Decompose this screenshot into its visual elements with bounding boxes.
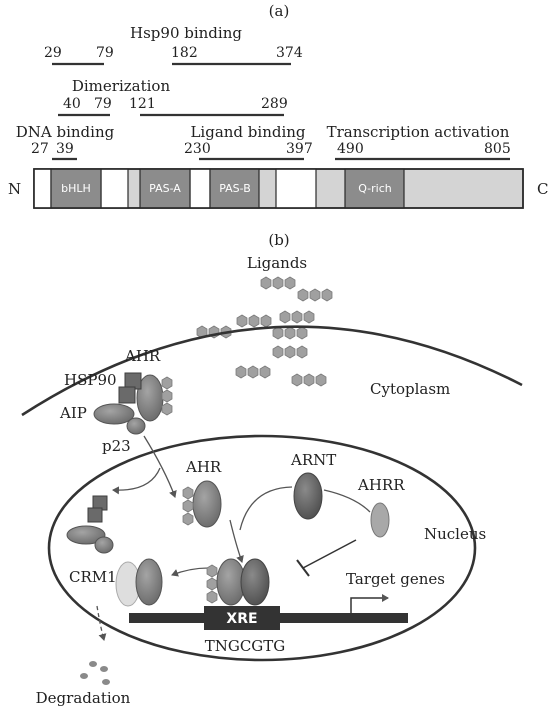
hsp90-n3: 182 — [171, 45, 198, 61]
arrow-release-chaperones — [112, 467, 161, 495]
ahrr-label: AHRR — [357, 476, 405, 494]
arnt-label: ARNT — [290, 451, 336, 469]
dimer-n4: 289 — [261, 96, 288, 112]
panel-b-label: (b) — [268, 231, 289, 249]
dna-binding-title: DNA binding — [16, 123, 115, 141]
arrow-dimer-to-crm1 — [171, 567, 209, 577]
hsp90-label: HSP90 — [64, 371, 117, 389]
arrow-complex-to-nucleus — [143, 435, 177, 498]
dna-n1: 27 — [31, 141, 49, 157]
arrow-ahr-to-dimer — [229, 519, 244, 563]
n-terminus-label: N — [8, 180, 21, 198]
ligand-molecules — [196, 276, 333, 387]
hsp90-n1: 29 — [44, 45, 62, 61]
ligands-label: Ligands — [247, 254, 307, 272]
ahrr-protein — [370, 502, 390, 538]
cytoplasm-label: Cytoplasm — [370, 380, 450, 398]
ahrr-inhibition-line — [302, 539, 357, 569]
arrow-to-degradation — [96, 605, 107, 641]
released-chaperones — [66, 495, 114, 554]
dimerization-title: Dimerization — [72, 77, 171, 95]
dimer-n1: 40 — [63, 96, 81, 112]
ligand-n1: 230 — [184, 141, 211, 157]
dimer-n2: 79 — [94, 96, 112, 112]
domain-q-rich-label: Q-rich — [358, 182, 392, 195]
ahr-protein-bar — [33, 168, 524, 209]
panel-a-label: (a) — [269, 2, 290, 20]
transcription-start-arrow — [350, 594, 389, 613]
hsp90-binding-title: Hsp90 binding — [130, 24, 242, 42]
crm1-ahr-export-complex — [115, 558, 163, 607]
cell-membrane — [21, 325, 523, 417]
arnt-protein — [293, 472, 323, 520]
c-terminus-label: C — [537, 180, 548, 198]
xre-sequence: TNGCGTG — [205, 637, 286, 655]
crm1-label: CRM1 — [69, 568, 117, 586]
domain-pas-a-label: PAS-A — [149, 182, 181, 195]
ahrr-inhibition-bar — [296, 559, 310, 577]
hsp90-n4: 374 — [276, 45, 303, 61]
transact-n2: 805 — [484, 141, 511, 157]
ligand-n2: 397 — [286, 141, 313, 157]
dna-n2: 39 — [56, 141, 74, 157]
nucleus-membrane — [47, 434, 477, 662]
target-genes-label: Target genes — [346, 570, 445, 588]
degradation-label: Degradation — [36, 689, 131, 707]
nucleus-label: Nucleus — [424, 525, 486, 543]
ahr-mid-label: AHR — [185, 458, 222, 476]
degradation-fragments — [80, 661, 110, 685]
arnt-to-complex-curve — [239, 486, 293, 531]
dimer-n3: 121 — [129, 96, 156, 112]
ahr-top-label: AHR — [124, 347, 161, 365]
hsp90-n2: 79 — [96, 45, 114, 61]
transactivation-title: Transcription activation — [327, 123, 510, 141]
transact-n1: 490 — [337, 141, 364, 157]
arnt-to-ahrr-curve — [323, 489, 371, 513]
p23-label: p23 — [102, 437, 131, 455]
ligand-binding-title: Ligand binding — [190, 123, 305, 141]
ahr-arnt-heterodimer — [206, 558, 270, 606]
xre-label: XRE — [226, 611, 257, 627]
domain-pas-b-label: PAS-B — [219, 182, 251, 195]
domain-bhlh-label: bHLH — [61, 182, 91, 195]
ahr-cytoplasmic-complex — [93, 372, 173, 435]
aip-label: AIP — [59, 404, 87, 422]
ahr-ligand-bound — [182, 480, 222, 528]
xre-element — [204, 606, 280, 630]
